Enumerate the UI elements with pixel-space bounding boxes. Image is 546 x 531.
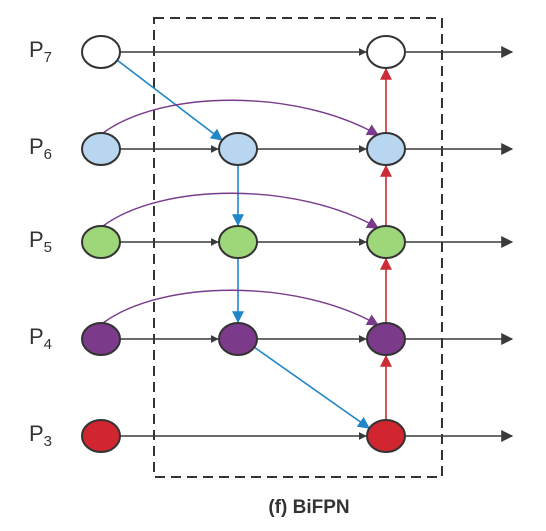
p5-skip-edge [102, 192, 380, 229]
p5-output-node [366, 225, 406, 259]
p6-skip-edge [102, 99, 380, 136]
p4-output-node [366, 322, 406, 356]
p3-input-node [81, 419, 121, 453]
edges-layer [102, 46, 514, 442]
diagram-caption: (f) BiFPN [268, 497, 349, 518]
p6-intermediate-node [218, 132, 258, 166]
p3-output-node [366, 419, 406, 453]
p7-input-node [81, 35, 121, 69]
p3-level-label: P3 [29, 421, 52, 450]
p6-input-node [81, 132, 121, 166]
p7-level-label: P7 [29, 37, 52, 66]
p4-input-node [81, 322, 121, 356]
p4-skip-edge [102, 289, 380, 326]
p5-input-node [81, 225, 121, 259]
bifpn-dashed-box [153, 17, 443, 478]
p6-level-label: P6 [29, 134, 52, 163]
p4-intermediate-node [218, 322, 258, 356]
p6-output-node [366, 132, 406, 166]
p7-output-node [366, 35, 406, 69]
p7-to-p6-mid-topdown-edge [116, 59, 223, 141]
p5-intermediate-node [218, 225, 258, 259]
nodes-layer [81, 35, 406, 453]
p4-level-label: P4 [29, 324, 52, 353]
p4-mid-to-p3-output-edge [253, 346, 370, 429]
p5-level-label: P5 [29, 227, 52, 256]
